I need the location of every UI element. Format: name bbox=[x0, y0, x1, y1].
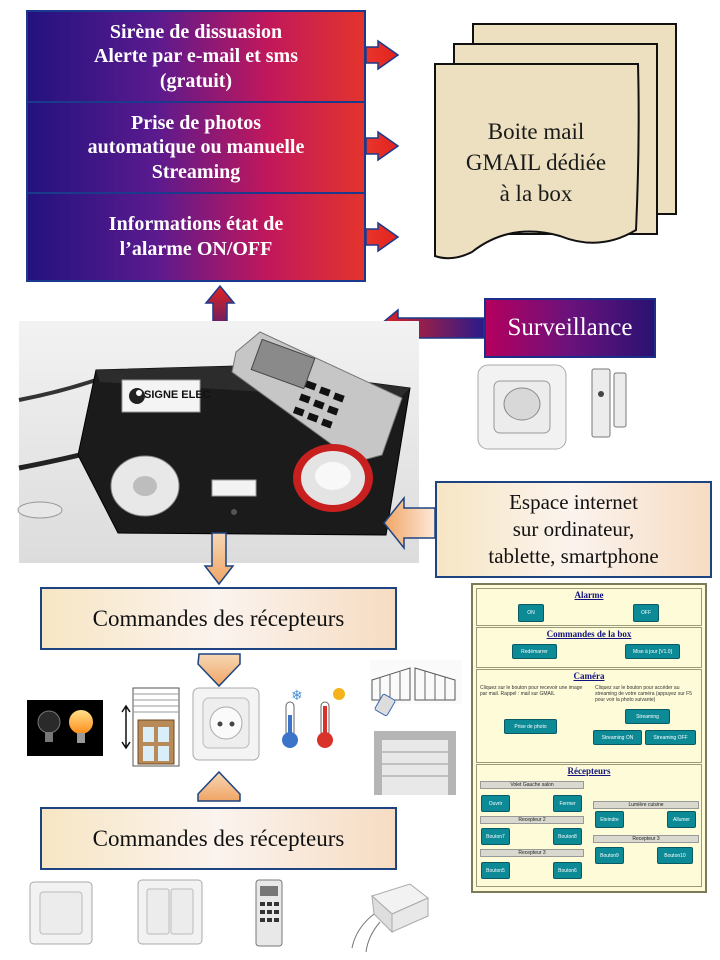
arrow-right-2 bbox=[365, 130, 400, 162]
alarm-box-photo bbox=[17, 321, 419, 563]
button10[interactable]: Bouton10 bbox=[657, 847, 693, 864]
internet-line: tablette, smartphone bbox=[488, 544, 659, 569]
internet-box: Espace internet sur ordinateur, tablette… bbox=[435, 481, 712, 578]
web-receivers-section: Récepteurs Volet Gauche salon Ouvrir Fer… bbox=[476, 764, 702, 887]
receivers-label: Commandes des récepteurs bbox=[92, 825, 345, 851]
button9[interactable]: Bouton9 bbox=[595, 847, 624, 864]
surveillance-box: Surveillance bbox=[484, 298, 656, 358]
feature-stack: Sirène de dissuasion Alerte par e-mail e… bbox=[26, 10, 366, 282]
feature-line: Prise de photos bbox=[131, 111, 261, 134]
web-box-title: Commandes de la box bbox=[546, 629, 632, 639]
motion-sensor-icon bbox=[477, 364, 567, 450]
feature-siren-alert: Sirène de dissuasion Alerte par e-mail e… bbox=[28, 12, 364, 103]
button8[interactable]: Bouton8 bbox=[553, 828, 582, 845]
gate-icon bbox=[370, 660, 462, 717]
web-alarm-title: Alarme bbox=[574, 590, 604, 600]
shutter-window-icon bbox=[121, 687, 180, 767]
close-button[interactable]: Fermer bbox=[553, 795, 582, 812]
feature-line: l’alarme ON/OFF bbox=[119, 238, 273, 260]
streaming-on-button[interactable]: Streaming ON bbox=[593, 730, 642, 745]
feature-line: Streaming bbox=[151, 160, 241, 183]
feature-line: Informations état de bbox=[108, 213, 284, 236]
feature-line: automatique ou manuelle bbox=[87, 136, 305, 159]
open-button[interactable]: Ouvrir bbox=[481, 795, 510, 812]
mailbox-line: à la box bbox=[499, 181, 573, 207]
single-switch-icon bbox=[29, 881, 93, 945]
group-title: Recepteur 2 bbox=[480, 816, 584, 824]
receivers-box-bottom: Commandes des récepteurs bbox=[40, 807, 397, 870]
remote-control-icon bbox=[255, 879, 283, 947]
group-title: Recepteur 3 bbox=[480, 849, 584, 857]
surveillance-label: Surveillance bbox=[507, 314, 633, 341]
arrow-right-1 bbox=[365, 39, 400, 71]
arrow-up-to-devices bbox=[197, 770, 241, 802]
mailbox-label: Boite mail GMAIL dédiée à la box bbox=[440, 116, 632, 209]
feature-photos: Prise de photos automatique ou manuelle … bbox=[28, 103, 364, 194]
web-camera-section: Caméra Cliquez sur le bouton pour recevo… bbox=[476, 669, 702, 763]
light-off-button[interactable]: Eteindre bbox=[595, 811, 624, 828]
device-brand-label: SIGNE ELEC bbox=[144, 389, 211, 401]
web-box-section: Commandes de la box Redémarrer Mise à jo… bbox=[476, 627, 702, 668]
arrow-right-3 bbox=[365, 221, 400, 253]
micromodule-icon bbox=[351, 883, 429, 953]
feature-line: (gratuit) bbox=[159, 69, 233, 92]
receivers-box-top: Commandes des récepteurs bbox=[40, 587, 397, 650]
arrow-left-from-internet bbox=[383, 495, 436, 551]
svg-text:❄: ❄ bbox=[291, 688, 303, 704]
alarm-off-button[interactable]: OFF bbox=[633, 604, 659, 622]
receivers-label: Commandes des récepteurs bbox=[92, 605, 345, 631]
arrow-down-to-receivers bbox=[203, 532, 235, 586]
internet-line: Espace internet bbox=[509, 489, 638, 514]
group-title: Recepteur 3 bbox=[593, 835, 699, 843]
take-photo-button[interactable]: Prise de photo bbox=[504, 719, 557, 734]
streaming-off-button[interactable]: Streaming OFF bbox=[645, 730, 696, 745]
web-alarm-section: Alarme ON OFF bbox=[476, 588, 702, 626]
internet-line: sur ordinateur, bbox=[512, 516, 635, 541]
group-title: Lumière cuisine bbox=[593, 801, 699, 809]
thermometer-icon: ❄ bbox=[282, 688, 345, 748]
camera-right-text: Cliquez sur le bouton pour accéder au st… bbox=[595, 685, 692, 703]
feature-alarm-status: Informations état de l’alarme ON/OFF bbox=[28, 194, 364, 280]
button7[interactable]: Bouton7 bbox=[481, 828, 510, 845]
camera-left-text: Cliquez sur le bouton pour recevoir une … bbox=[480, 685, 583, 697]
update-button[interactable]: Mise à jour [V1.0] bbox=[625, 644, 680, 659]
mailbox-line: Boite mail bbox=[487, 119, 585, 144]
restart-button[interactable]: Redémarrer bbox=[512, 644, 557, 659]
group-title: Volet Gauche salon bbox=[480, 781, 584, 789]
light-bulb-icon bbox=[27, 700, 103, 756]
light-on-button[interactable]: Allumer bbox=[667, 811, 696, 828]
garage-door-icon bbox=[374, 731, 456, 795]
mailbox-line: GMAIL dédiée bbox=[465, 150, 607, 176]
mailbox-paper-stack bbox=[434, 23, 677, 260]
alarm-on-button[interactable]: ON bbox=[518, 604, 544, 622]
button5[interactable]: Bouton5 bbox=[481, 862, 510, 879]
button6[interactable]: Bouton6 bbox=[553, 862, 582, 879]
streaming-button[interactable]: Streaming bbox=[625, 709, 670, 724]
web-camera-title: Caméra bbox=[573, 671, 605, 681]
arrow-down-to-devices bbox=[197, 653, 241, 688]
web-receivers-title: Récepteurs bbox=[567, 766, 611, 776]
feature-line: Sirène de dissuasion bbox=[109, 20, 283, 43]
double-switch-icon bbox=[137, 879, 203, 945]
feature-line: Alerte par e-mail et sms bbox=[93, 45, 298, 68]
door-sensor-icon bbox=[591, 368, 627, 438]
web-interface-screenshot: Alarme ON OFF Commandes de la box Redéma… bbox=[471, 583, 707, 893]
power-socket-icon bbox=[192, 687, 260, 761]
